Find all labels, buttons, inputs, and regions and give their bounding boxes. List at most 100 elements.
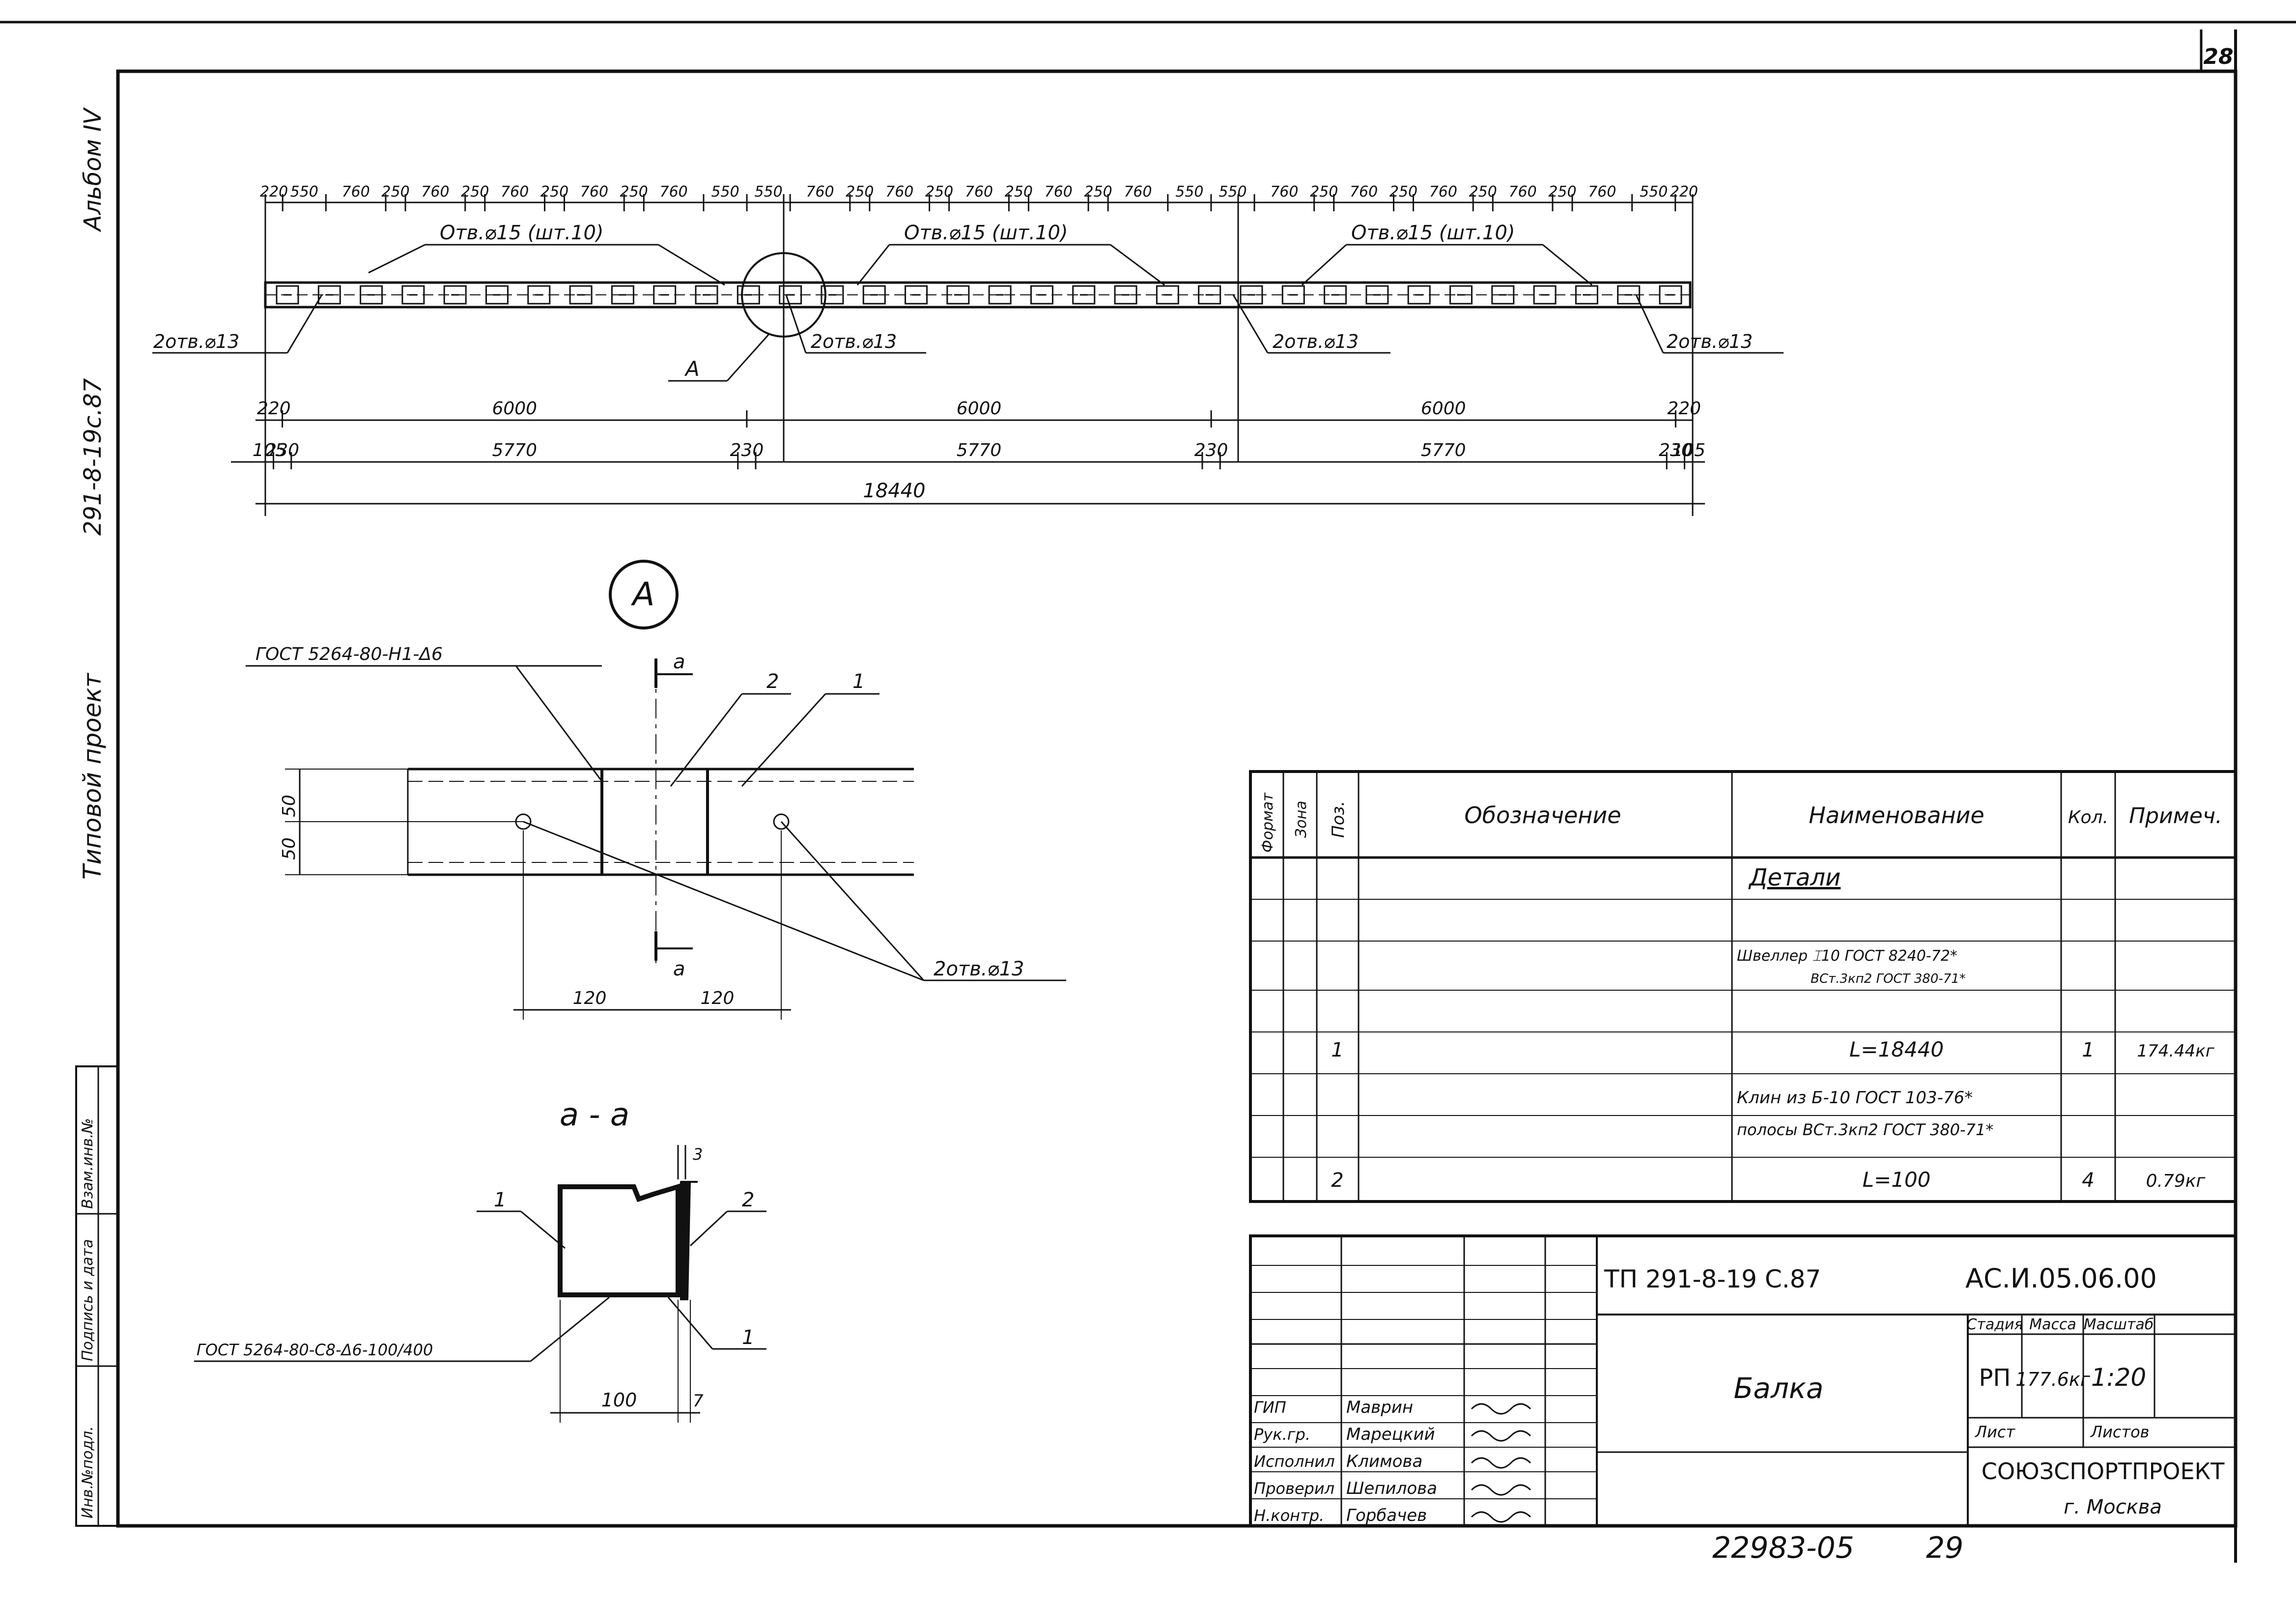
city: г. Москва xyxy=(2064,1496,2162,1518)
mass-header: Масса xyxy=(2029,1316,2076,1333)
beam-top-dimension: 760 xyxy=(1124,183,1152,200)
beam-hole-slot xyxy=(653,285,677,305)
detail-title: А xyxy=(630,575,654,613)
signature-name: Климова xyxy=(1346,1452,1422,1471)
beam-hole-slot xyxy=(443,285,467,305)
beam-top-dimension: 250 xyxy=(1310,183,1338,200)
beam-holes xyxy=(276,285,1682,305)
section-pos-label: 2 xyxy=(742,1189,754,1211)
spec-row-name: L=100 xyxy=(1863,1168,1931,1192)
beam-dimension: 5770 xyxy=(957,440,1002,460)
signature-role: Н.контр. xyxy=(1254,1506,1324,1525)
section-pos-label: 1 xyxy=(494,1189,506,1211)
beam-top-dimension: 220 xyxy=(1670,183,1698,200)
beam-hole-slot xyxy=(695,285,718,305)
beam-dimension: 230 xyxy=(265,440,299,460)
sheet-label: Лист xyxy=(1975,1423,2015,1441)
signature-scribble xyxy=(1471,1430,1531,1442)
beam-hole-slot xyxy=(1072,285,1096,305)
end-hole-label: 2отв.⌀13 xyxy=(811,331,897,352)
beam-hole-slot xyxy=(317,285,341,305)
beam-hole-slot xyxy=(779,285,802,305)
beam-top-dimension: 760 xyxy=(1588,183,1616,200)
beam-top-dimension: 250 xyxy=(1469,183,1497,200)
beam-top-dimension: 550 xyxy=(754,183,782,200)
section-title: а - а xyxy=(560,1097,629,1133)
spec-section-title: Детали xyxy=(1748,864,1841,891)
beam-hole-slot xyxy=(1365,285,1389,305)
end-hole-label: 2отв.⌀13 xyxy=(1273,331,1359,352)
section-gap: 7 xyxy=(693,1391,704,1411)
hole-callout-label: Отв.⌀15 (шт.10) xyxy=(1351,222,1515,244)
signature-name: Шепилова xyxy=(1346,1479,1437,1498)
stage-header: Стадия xyxy=(1966,1316,2023,1333)
signature-scribble xyxy=(1471,1511,1531,1523)
spec-header-zone: Зона xyxy=(1293,801,1310,838)
detail-weld-note: ГОСТ 5264-80-Н1-Δ6 xyxy=(255,644,443,664)
beam-dimension: 105 xyxy=(253,440,286,460)
detail-dim-vertical: 50 xyxy=(279,795,299,817)
beam-hole-slot xyxy=(1114,285,1137,305)
beam-hole-slot xyxy=(1198,285,1221,305)
beam-dimension: 230 xyxy=(730,440,764,460)
detail-dim-horizontal: 120 xyxy=(573,988,607,1008)
beam-hole-slot xyxy=(1030,285,1053,305)
stage-value: РП xyxy=(1979,1364,2011,1392)
beam-top-dimension: 550 xyxy=(1219,183,1247,200)
bottom-sheet-number: 22983-05 xyxy=(1712,1531,1854,1565)
spec-row-note: 174.44кг xyxy=(2137,1041,2215,1061)
beam-hole-slot xyxy=(569,285,593,305)
spec-row-pos: 2 xyxy=(1331,1169,1343,1192)
signature-scribble xyxy=(1471,1403,1531,1415)
sheet-frame: 28 xyxy=(0,21,2296,1563)
detail-a: А ГОСТ 5264-80-Н1-Δ6 а а 2 1 50 xyxy=(246,560,1066,1020)
beam-top-dimension: 760 xyxy=(1045,183,1073,200)
beam-top-dimension: 220 xyxy=(260,183,288,200)
specification-table: Формат Зона Поз. Обозначение Наименовани… xyxy=(1249,770,2237,1203)
album-caption: Альбом IV xyxy=(79,107,107,232)
detail-dim-horizontal: 120 xyxy=(701,988,735,1008)
beam-hole-slot xyxy=(1533,285,1557,305)
beam-top-dimension: 760 xyxy=(342,183,370,200)
beam-hole-slot xyxy=(737,285,760,305)
beam-dimension: 220 xyxy=(1667,399,1701,419)
spec-row-name: полосы ВСт.3кп2 ГОСТ 380-71* xyxy=(1737,1120,1993,1139)
beam-top-dimension: 760 xyxy=(885,183,913,200)
signature-name: Маврин xyxy=(1346,1398,1413,1417)
spec-header-name: Наименование xyxy=(1809,802,1984,829)
stamp-label-signature: Подпись и дата xyxy=(79,1239,96,1362)
beam-hole-slot xyxy=(1240,285,1263,305)
spec-header-pos: Поз. xyxy=(1329,801,1348,838)
beam-hole-slot xyxy=(1281,285,1305,305)
beam-hole-slot xyxy=(527,285,551,305)
beam-top-dimension: 760 xyxy=(1350,183,1378,200)
detail-pos-label: 2 xyxy=(766,670,779,693)
beam-hole-slot xyxy=(1491,285,1515,305)
bottom-sheet-page: 29 xyxy=(1926,1531,1963,1565)
beam-hole-slot xyxy=(905,285,928,305)
beam-top-dimension: 760 xyxy=(1270,183,1298,200)
beam-top-dimension: 250 xyxy=(620,183,648,200)
end-hole-label: 2отв.⌀13 xyxy=(1667,331,1753,352)
beam-hole-slot xyxy=(946,285,970,305)
section-pos-label: 1 xyxy=(742,1326,754,1349)
detail-dim-vertical: 50 xyxy=(279,837,299,860)
approval-stamp-strip: Взам.инв.№ Подпись и дата Инв.№подл. xyxy=(75,1065,119,1527)
document-code: АС.И.05.06.00 xyxy=(1965,1263,2157,1294)
beam-top-dimension: 250 xyxy=(461,183,489,200)
beam-top-dimension: 760 xyxy=(580,183,608,200)
beam-hole-slot xyxy=(1617,285,1641,305)
signature-role: Исполнил xyxy=(1254,1452,1335,1471)
stamp-label-inventory: Инв.№подл. xyxy=(79,1426,96,1518)
sheets-label: Листов xyxy=(2090,1423,2150,1441)
beam-hole-slot xyxy=(988,285,1012,305)
beam-top-dimension: 760 xyxy=(1508,183,1536,200)
signature-name: Марецкий xyxy=(1346,1425,1435,1444)
signature-role: Проверил xyxy=(1254,1479,1334,1498)
spec-row-name: L=18440 xyxy=(1849,1037,1944,1061)
beam-dimension: 105 xyxy=(1672,440,1705,460)
scale-value: 1:20 xyxy=(2091,1363,2146,1392)
